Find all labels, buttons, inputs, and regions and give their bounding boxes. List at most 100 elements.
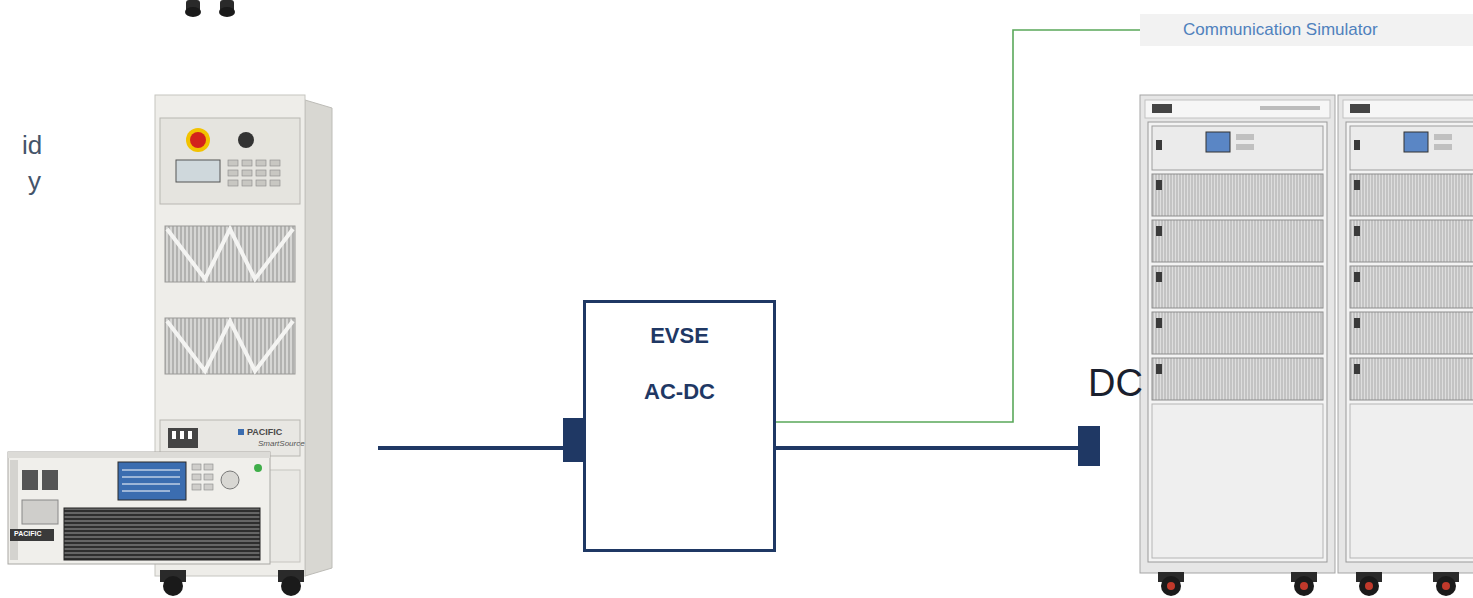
grid-simulator-cabinet bbox=[160, 118, 300, 204]
dc-load-rack bbox=[1350, 126, 1473, 170]
dc-load-rack bbox=[1354, 272, 1360, 282]
grid-simulator-cabinet bbox=[160, 420, 300, 456]
caster-wheel bbox=[219, 7, 235, 17]
signal-line bbox=[776, 30, 1140, 422]
rackmount-source bbox=[8, 452, 270, 564]
rackmount-source bbox=[8, 452, 270, 458]
grid-simulator-cabinet bbox=[186, 128, 210, 152]
dc-load-rack bbox=[1156, 180, 1162, 190]
dc-load-rack bbox=[1156, 272, 1162, 282]
dc-load-rack bbox=[1434, 134, 1452, 140]
rackmount-source bbox=[64, 508, 260, 560]
dc-load-rack bbox=[1346, 122, 1473, 562]
dc-load-rack bbox=[1152, 126, 1323, 170]
grid-simulator-cabinet bbox=[238, 429, 244, 435]
grid-simulator-cabinet bbox=[256, 160, 266, 166]
dc-load-rack bbox=[1350, 404, 1473, 558]
rackmount-source bbox=[192, 464, 213, 490]
dc-load-rack bbox=[1140, 95, 1473, 596]
rackmount-source bbox=[204, 464, 213, 470]
grid-simulator-cabinet bbox=[176, 160, 220, 182]
grid-simulator-cabinet bbox=[238, 132, 254, 148]
grid-simulator-cabinet bbox=[228, 160, 238, 166]
dc-label: DC bbox=[1088, 362, 1143, 405]
rackmount-source bbox=[204, 474, 213, 480]
grid-simulator-cabinet bbox=[281, 576, 301, 596]
rackmount-source bbox=[221, 471, 239, 489]
rackmount-source bbox=[122, 484, 180, 485]
dc-load-rack bbox=[1167, 582, 1175, 590]
dc-load-rack bbox=[1354, 226, 1360, 236]
dc-load-rack bbox=[1140, 95, 1335, 596]
grid-simulator-cabinet bbox=[242, 170, 252, 176]
dc-load-rack bbox=[1152, 358, 1323, 400]
dc-load-rack bbox=[1338, 95, 1473, 573]
dc-load-rack bbox=[1152, 312, 1323, 354]
rackmount-source bbox=[10, 460, 18, 560]
dc-load-rack bbox=[1354, 180, 1360, 190]
dc-load-rack bbox=[1156, 140, 1162, 374]
grid-simulator-cabinet bbox=[256, 170, 266, 176]
grid-simulator-cabinet bbox=[165, 226, 295, 282]
grid-simulator-cabinet bbox=[270, 160, 280, 166]
dc-load-rack bbox=[1359, 576, 1379, 596]
rackmount-source bbox=[192, 484, 201, 490]
rackmount-source bbox=[122, 491, 170, 492]
rackmount-source bbox=[192, 474, 201, 480]
grid-simulator-cabinet bbox=[228, 170, 238, 176]
dc-load-rack bbox=[1206, 132, 1230, 152]
label-box: Communication Simulator bbox=[1140, 14, 1473, 46]
dc-load-rack bbox=[1156, 226, 1162, 236]
grid-simulator-cabinet bbox=[168, 428, 198, 448]
power-cable bbox=[378, 446, 564, 450]
dc-load-rack bbox=[1350, 104, 1370, 113]
dc-load-rack bbox=[1294, 576, 1314, 596]
rackmount-source bbox=[8, 452, 270, 564]
grid-simulator-cabinet bbox=[172, 431, 176, 439]
dc-load-rack bbox=[1161, 576, 1181, 596]
grid-simulator-cabinet bbox=[270, 180, 280, 186]
dc-load-rack bbox=[1354, 364, 1360, 374]
dc-load-rack bbox=[1260, 106, 1320, 110]
power-cable bbox=[776, 446, 1080, 450]
cut-off-text: y bbox=[28, 166, 41, 197]
rackmount-source bbox=[22, 500, 58, 524]
dc-load-rack bbox=[1350, 358, 1473, 400]
dc-load-rack bbox=[1350, 174, 1473, 216]
dc-load-rack bbox=[1140, 95, 1335, 573]
grid-simulator-cabinet bbox=[228, 180, 238, 186]
dc-load-rack bbox=[1156, 140, 1162, 150]
dc-load-rack bbox=[1442, 582, 1450, 590]
dc-load-rack bbox=[1300, 582, 1308, 590]
dc-load-rack bbox=[1338, 95, 1473, 596]
dc-load-rack bbox=[1354, 318, 1360, 328]
rackmount-source bbox=[122, 477, 180, 478]
grid-simulator-cabinet bbox=[256, 180, 266, 186]
grid-simulator-cabinet bbox=[180, 431, 184, 439]
rackmount-source bbox=[192, 464, 201, 470]
dc-load-rack bbox=[1354, 140, 1360, 374]
dc-load-rack bbox=[1236, 134, 1254, 140]
rackmount-source bbox=[118, 462, 186, 500]
grid-simulator-cabinet bbox=[190, 132, 206, 148]
grid-simulator-cabinet bbox=[305, 100, 332, 576]
grid-simulator-cabinet bbox=[163, 576, 183, 596]
grid-simulator-cabinet bbox=[167, 229, 293, 279]
rackmount-source bbox=[122, 470, 180, 471]
grid-simulator-cabinet bbox=[242, 180, 252, 186]
dc-load-rack bbox=[1350, 266, 1473, 308]
rackmount-source bbox=[42, 470, 58, 490]
rackmount-source bbox=[204, 484, 213, 490]
rackmount-source bbox=[254, 464, 262, 472]
dc-load-rack bbox=[1343, 100, 1473, 118]
dc-load-rack bbox=[1152, 104, 1172, 113]
dc-load-rack bbox=[1436, 576, 1456, 596]
dc-load-rack bbox=[1152, 220, 1323, 262]
dc-load-rack bbox=[1404, 132, 1428, 152]
brand-logo: SmartSource bbox=[258, 439, 305, 448]
dc-load-rack bbox=[1156, 364, 1162, 374]
power-cable bbox=[1078, 426, 1100, 466]
dc-load-rack bbox=[1434, 144, 1452, 150]
caster-wheel bbox=[185, 0, 235, 17]
caster-wheel bbox=[185, 7, 201, 17]
